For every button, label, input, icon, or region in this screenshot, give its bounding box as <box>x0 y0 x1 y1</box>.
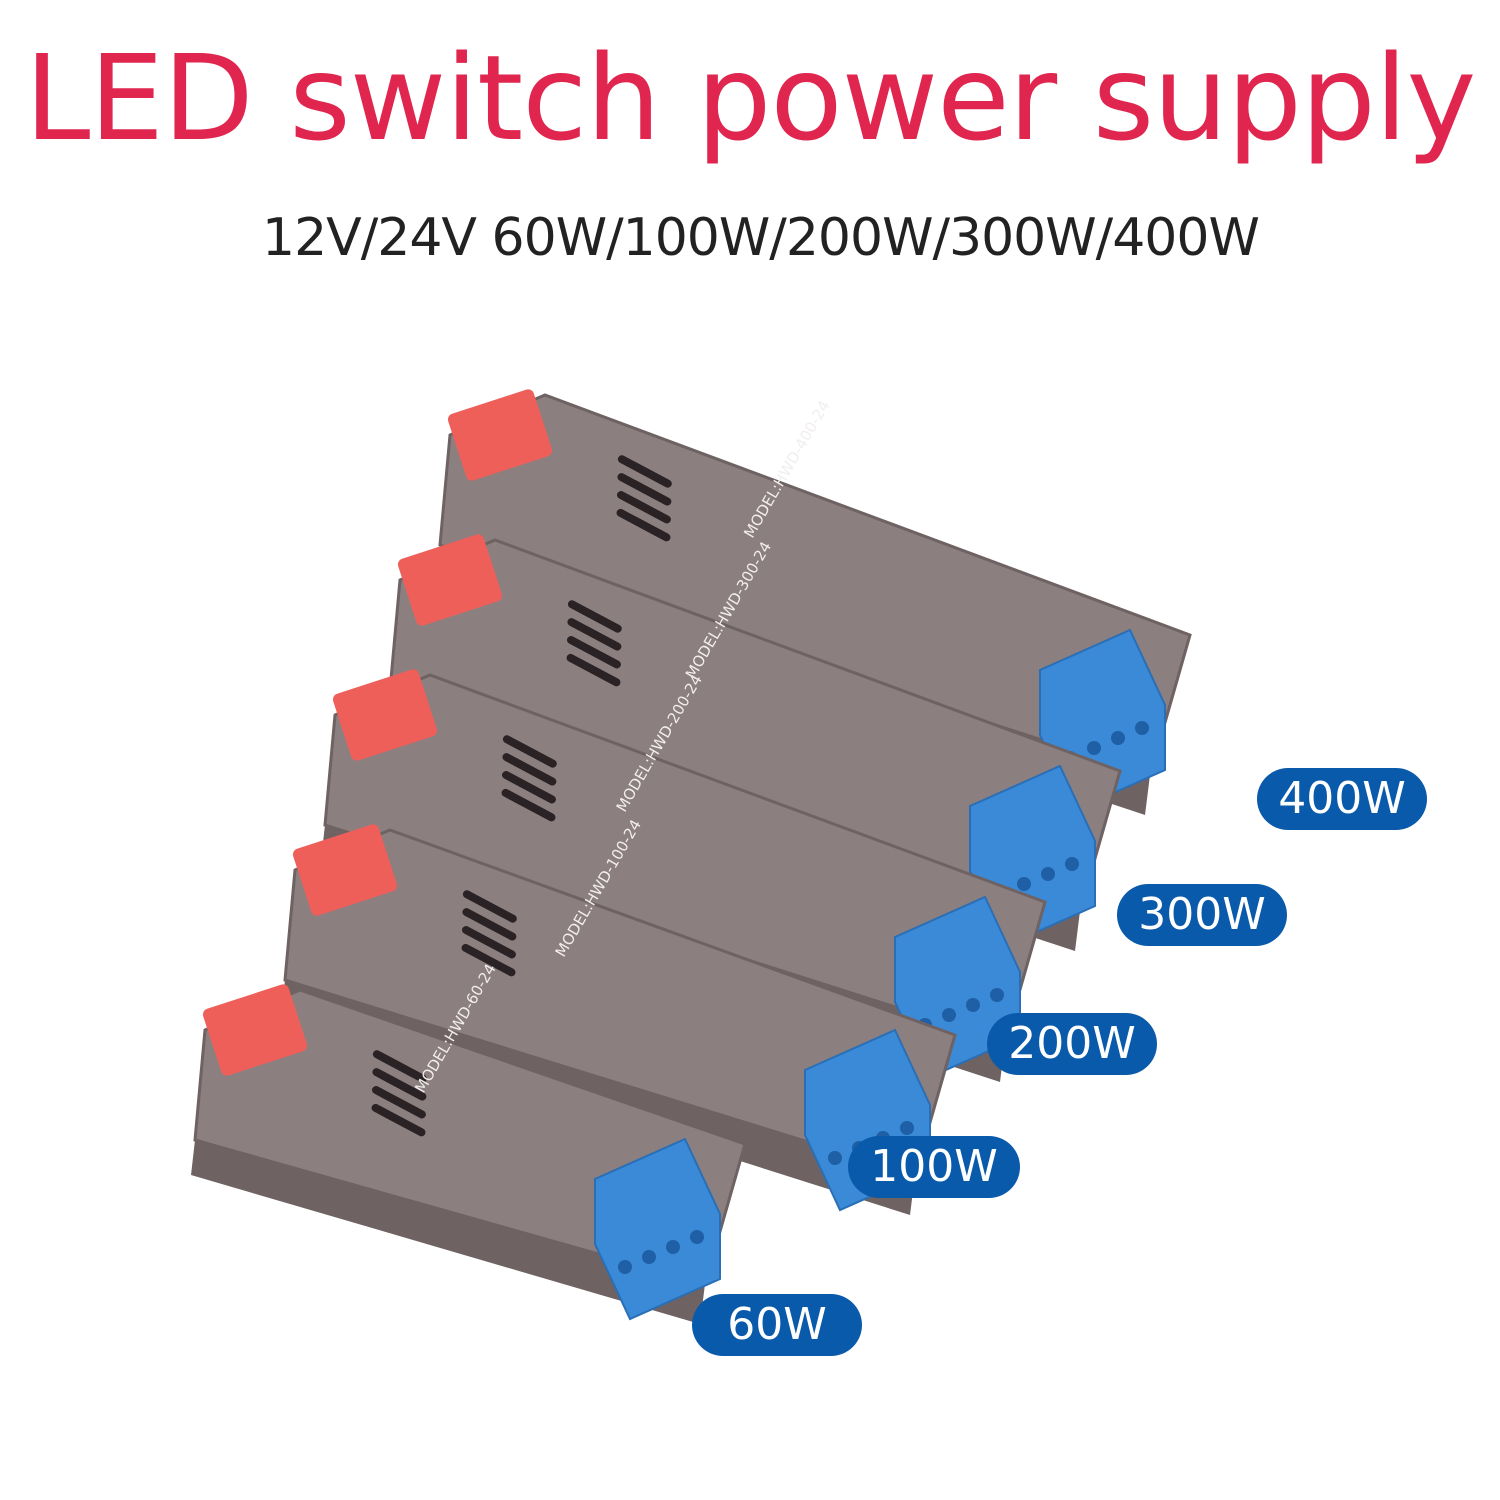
vent-slot <box>372 1050 427 1083</box>
terminal-screw <box>666 1240 680 1254</box>
terminal-screw <box>1017 877 1031 891</box>
vent-slot <box>372 1068 427 1101</box>
vent-slot <box>566 653 621 687</box>
vent-slot <box>502 753 557 786</box>
vent-slot <box>617 473 672 506</box>
input-terminal <box>397 534 503 626</box>
terminal-screw <box>1135 721 1149 735</box>
vent-slot <box>502 771 556 804</box>
vent-slot <box>462 926 516 959</box>
terminal-screw <box>642 1250 656 1264</box>
vent-slot <box>502 735 557 768</box>
terminal-screw <box>690 1230 704 1244</box>
terminal-screw <box>966 998 980 1012</box>
terminal-screw <box>1111 731 1125 745</box>
vent-slot <box>617 491 671 524</box>
terminal-screw <box>1087 741 1101 755</box>
page-title: LED switch power supply <box>24 29 1477 167</box>
housing-rail <box>191 1140 705 1324</box>
output-terminal <box>594 1137 721 1321</box>
input-terminal <box>332 669 438 761</box>
input-terminal <box>202 984 308 1076</box>
vent-slot <box>461 943 516 977</box>
vent-slot <box>616 508 671 542</box>
terminal-screw <box>990 988 1004 1002</box>
input-terminal <box>447 389 553 481</box>
vent-slot <box>567 618 622 651</box>
terminal-screw <box>828 1151 842 1165</box>
vent-slot <box>567 636 621 669</box>
spec-subtitle: 12V/24V 60W/100W/200W/300W/400W <box>262 208 1260 268</box>
vent-slot <box>462 908 517 941</box>
vent-slot <box>567 600 622 633</box>
vent-slot <box>462 890 517 923</box>
terminal-screw <box>1065 857 1079 871</box>
vent-slot <box>372 1086 426 1119</box>
unit-60w: MODEL:HWD-60-24 <box>191 961 747 1324</box>
terminal-screw <box>942 1008 956 1022</box>
badge-200w: 200W <box>987 1013 1157 1075</box>
vent-slot <box>501 788 556 822</box>
vent-slot <box>371 1103 426 1137</box>
badge-100w: 100W <box>848 1136 1020 1198</box>
badge-400w: 400W <box>1257 768 1427 830</box>
badge-60w: 60W <box>692 1294 862 1356</box>
terminal-screw <box>618 1260 632 1274</box>
terminal-screw <box>1041 867 1055 881</box>
terminal-screw <box>900 1121 914 1135</box>
input-terminal <box>292 824 398 916</box>
vent-slot <box>617 455 672 488</box>
badge-300w: 300W <box>1117 884 1287 946</box>
